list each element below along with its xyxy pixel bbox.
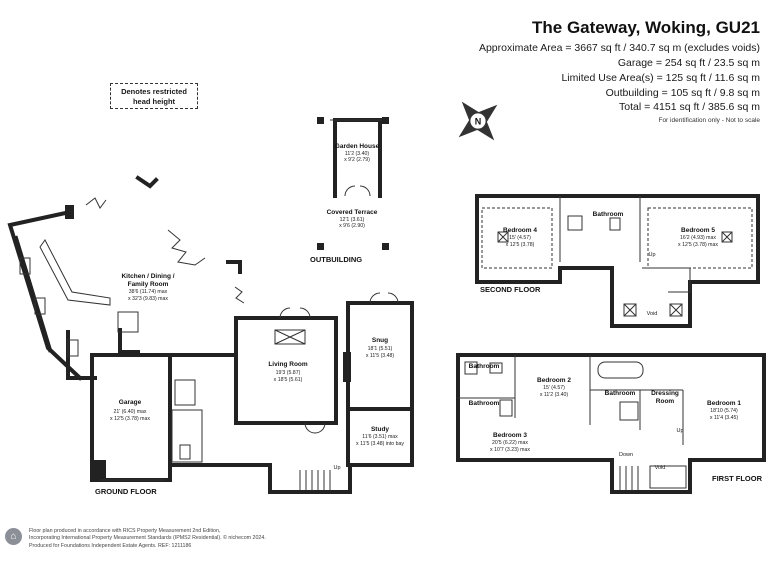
kitchen-name-2: Family Room bbox=[128, 281, 169, 288]
legend-line-1: Denotes restricted bbox=[121, 87, 187, 96]
study-dim1: 11'6 (3.51) max bbox=[362, 434, 398, 440]
garage-dim1: 21' (6.40) max bbox=[114, 409, 147, 415]
bedroom-3-name: Bedroom 3 bbox=[493, 432, 527, 439]
bedroom-1-dim2: x 11'4 (3.45) bbox=[710, 415, 739, 421]
area-garage: Garage = 254 sq ft / 23.5 sq m bbox=[617, 57, 760, 69]
footer-line-2: Incorporating International Property Mea… bbox=[29, 535, 266, 542]
first-floor-plan: Bathroom Bathroom Bedroom 2 15' (4.57) x… bbox=[456, 353, 766, 494]
restricted-height-legend: Denotes restricted head height bbox=[110, 83, 198, 109]
snug-dim2: x 11'5 (3.48) bbox=[366, 353, 395, 359]
footer-line-1: Floor plan produced in accordance with R… bbox=[29, 528, 221, 534]
kitchen-dim2: x 32'3 (9.83) max bbox=[128, 296, 168, 302]
ground-up-mark: Up bbox=[333, 465, 340, 471]
area-total: Total = 4151 sq ft / 385.6 sq m bbox=[619, 101, 760, 113]
second-floor-plan: Bedroom 4 15' (4.57) x 12'5 (3.78) Bathr… bbox=[475, 194, 760, 328]
snug-dim1: 18'1 (5.51) bbox=[368, 346, 393, 352]
compass-letter: N bbox=[475, 117, 482, 127]
footer-line-3: Produced for Foundations Independent Est… bbox=[29, 542, 192, 549]
bedroom-2-dim2: x 11'2 (3.40) bbox=[540, 392, 569, 398]
second-up-mark: Up bbox=[648, 252, 655, 258]
nichecom-logo-icon: ⌂ bbox=[5, 528, 22, 545]
compass-icon: N bbox=[458, 101, 498, 141]
first-void-mark: Void bbox=[655, 465, 666, 471]
dressing-room-name-2: Room bbox=[656, 398, 675, 405]
covered-terrace-dim2: x 9'6 (2.90) bbox=[339, 223, 365, 229]
scale-disclaimer: For identification only - Not to scale bbox=[658, 117, 760, 124]
kitchen-dim1: 38'6 (11.74) max bbox=[129, 289, 168, 295]
bedroom-4-dim1: 15' (4.57) bbox=[509, 235, 531, 241]
property-title: The Gateway, Woking, GU21 bbox=[532, 18, 760, 37]
garage-name: Garage bbox=[119, 399, 142, 406]
bedroom-3-dim1: 20'5 (6.22) max bbox=[492, 440, 528, 446]
second-floor-label: SECOND FLOOR bbox=[480, 285, 541, 294]
area-outbuilding: Outbuilding = 105 sq ft / 9.8 sq m bbox=[605, 87, 760, 99]
living-room-name: Living Room bbox=[268, 361, 308, 368]
outbuilding-label: OUTBUILDING bbox=[310, 255, 362, 264]
dressing-room-name-1: Dressing bbox=[651, 390, 679, 397]
ground-floor-label: GROUND FLOOR bbox=[95, 487, 157, 496]
bedroom-5-name: Bedroom 5 bbox=[681, 227, 715, 234]
bathroom-first-b-name: Bathroom bbox=[469, 400, 500, 407]
covered-terrace-name: Covered Terrace bbox=[327, 209, 378, 216]
snug-name: Snug bbox=[372, 337, 388, 344]
study-dim2: x 11'5 (3.48) into bay bbox=[356, 441, 404, 447]
second-void-mark: Void bbox=[647, 311, 658, 317]
bedroom-2-dim1: 15' (4.57) bbox=[543, 385, 565, 391]
garden-house-dim1: 11'2 (3.40) bbox=[345, 151, 370, 157]
outbuilding-plan: Garden House 11'2 (3.40) x 9'2 (2.79) Co… bbox=[310, 117, 389, 264]
legend-line-2: head height bbox=[132, 97, 176, 106]
living-room-dim1: 19'3 (5.87) bbox=[276, 370, 301, 376]
bedroom-2-name: Bedroom 2 bbox=[537, 377, 571, 384]
bedroom-5-dim2: x 12'5 (3.78) max bbox=[678, 242, 718, 248]
bedroom-1-name: Bedroom 1 bbox=[707, 400, 741, 407]
ground-floor-plan: Kitchen / Dining / Family Room 38'6 (11.… bbox=[7, 175, 414, 496]
garden-house-name: Garden House bbox=[335, 143, 380, 150]
bathroom-first-c-name: Bathroom bbox=[605, 390, 636, 397]
bedroom-3-dim2: x 10'7 (3.23) max bbox=[490, 447, 530, 453]
living-room-dim2: x 18'5 (5.61) bbox=[274, 377, 303, 383]
area-limited-use: Limited Use Area(s) = 125 sq ft / 11.6 s… bbox=[561, 72, 760, 84]
bedroom-4-name: Bedroom 4 bbox=[503, 227, 537, 234]
bedroom-4-dim2: x 12'5 (3.78) bbox=[506, 242, 535, 248]
study-name: Study bbox=[371, 426, 389, 433]
bathroom-second-name: Bathroom bbox=[593, 211, 624, 218]
bedroom-5-dim1: 16'2 (4.93) max bbox=[680, 235, 716, 241]
first-floor-label: FIRST FLOOR bbox=[712, 474, 763, 483]
bathroom-first-a-name: Bathroom bbox=[469, 363, 500, 370]
kitchen-name-1: Kitchen / Dining / bbox=[121, 273, 174, 280]
garden-house-dim2: x 9'2 (2.79) bbox=[344, 157, 370, 163]
first-down-mark: Down bbox=[619, 452, 633, 458]
area-approximate: Approximate Area = 3667 sq ft / 340.7 sq… bbox=[478, 42, 760, 54]
bedroom-1-dim1: 18'10 (5.74) bbox=[710, 408, 738, 414]
first-up-mark: Up bbox=[676, 428, 683, 434]
covered-terrace-dim1: 12'1 (3.61) bbox=[340, 217, 365, 223]
garage-dim2: x 12'5 (3.78) max bbox=[110, 416, 150, 422]
